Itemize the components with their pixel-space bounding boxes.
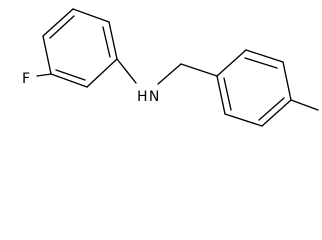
c-f-bond bbox=[36, 73, 52, 77]
ring-a-bond-3 bbox=[108, 21, 118, 60]
molecule-structure: F H N bbox=[22, 8, 319, 127]
structure-canvas: F H N bbox=[22, 8, 319, 127]
aryl-n-bond bbox=[116, 58, 137, 84]
tolyl-ring bbox=[216, 49, 292, 127]
ring-a-bond-4 bbox=[86, 58, 118, 88]
ring-a-bond-5 bbox=[50, 73, 88, 88]
ring-a-bond-1 bbox=[42, 8, 74, 37]
ring-b-double-3 bbox=[223, 77, 232, 111]
fluorophenyl-ring bbox=[42, 8, 118, 88]
methyl-bond bbox=[290, 99, 319, 111]
ch2-aryl-bond bbox=[180, 63, 218, 77]
ring-b-double-1 bbox=[244, 57, 278, 69]
ring-a-double-1 bbox=[49, 15, 75, 39]
ring-a-double-3 bbox=[55, 69, 86, 81]
ring-b-bond-1 bbox=[216, 49, 247, 77]
ring-b-bond-6 bbox=[216, 75, 226, 115]
ring-b-double-2 bbox=[258, 97, 285, 121]
ring-a-double-2 bbox=[102, 26, 111, 58]
fluorine-label: F bbox=[22, 71, 30, 87]
ring-b-bond-3 bbox=[282, 61, 292, 101]
ring-b-bond-4 bbox=[261, 99, 292, 127]
n-ch2-bond bbox=[157, 63, 182, 85]
ring-b-bond-5 bbox=[224, 113, 263, 127]
ring-b-bond-2 bbox=[245, 49, 284, 63]
ring-a-bond-6 bbox=[42, 35, 52, 75]
ring-a-bond-2 bbox=[72, 8, 110, 23]
nh-label: H N bbox=[137, 89, 159, 105]
